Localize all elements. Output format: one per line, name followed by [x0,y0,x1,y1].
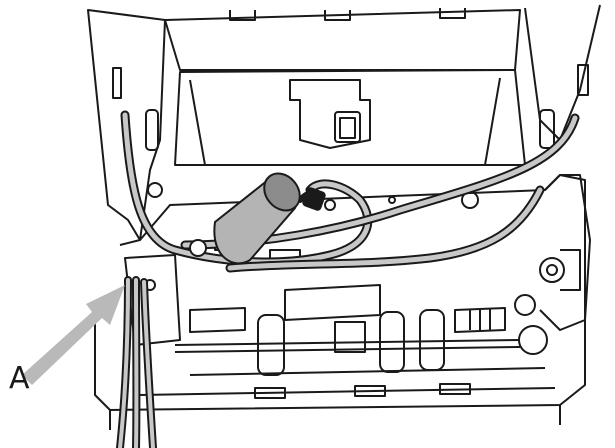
open-cover [87,4,601,241]
callout-label-a: A [9,361,30,396]
capacitor [189,172,326,265]
printer-base [94,174,591,430]
callout-arrow [22,285,125,385]
